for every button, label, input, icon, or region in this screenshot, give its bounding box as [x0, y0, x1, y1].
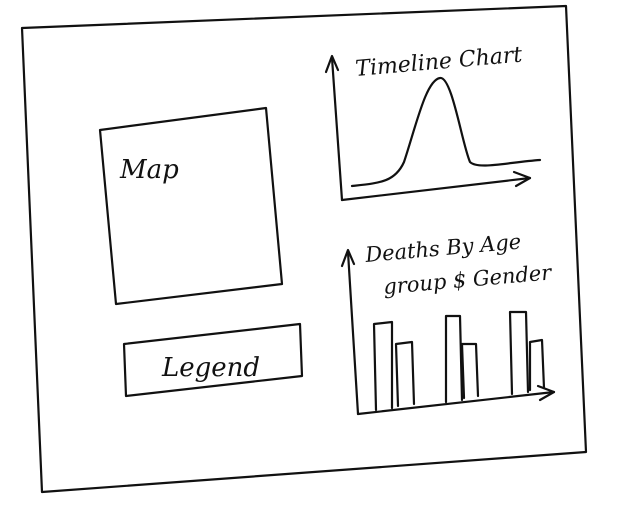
deaths-title-line1: Deaths By Age [363, 229, 522, 267]
timeline-y-arrow [324, 54, 340, 74]
deaths-y-axis [346, 250, 360, 416]
deaths-title-line2: group $ Gender [382, 260, 554, 299]
timeline-y-axis [330, 56, 344, 202]
bar-group2-a [444, 314, 464, 404]
timeline-x-arrow [512, 170, 532, 188]
timeline-x-axis [340, 176, 532, 202]
map-label: Map [119, 155, 179, 185]
legend-panel [122, 322, 304, 398]
map-panel [98, 106, 284, 306]
legend-label: Legend [161, 353, 260, 383]
bar-group3-b [528, 338, 546, 392]
bar-group2-b [460, 342, 480, 400]
outer-frame [20, 4, 588, 494]
deaths-x-axis [356, 390, 556, 416]
timeline-title: Timeline Chart [354, 42, 523, 82]
bar-group1-a [372, 320, 394, 412]
bar-group3-a [508, 310, 530, 396]
timeline-curve [350, 76, 542, 188]
deaths-y-arrow [340, 248, 356, 268]
bar-group1-b [394, 340, 416, 408]
